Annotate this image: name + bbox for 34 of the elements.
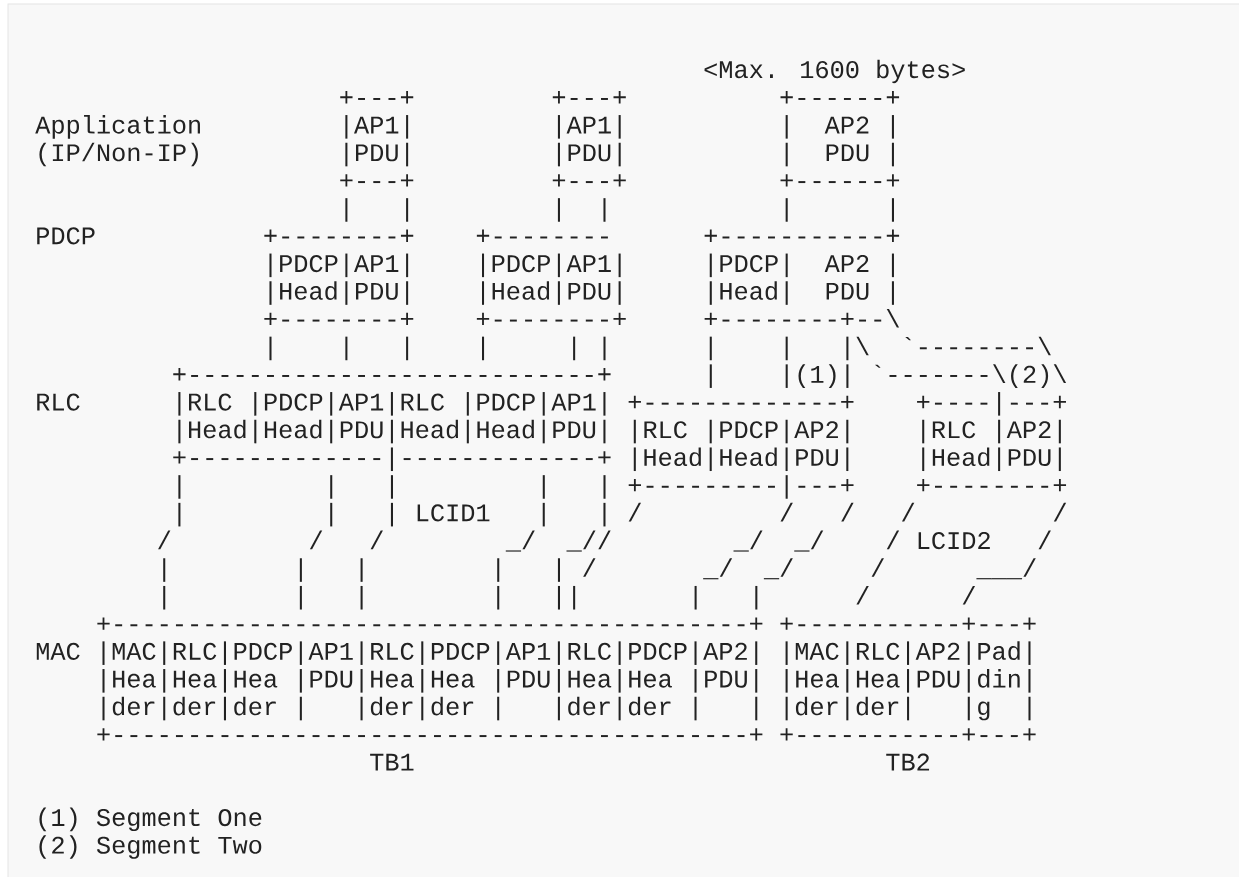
ascii-art-line: | | | LCID1 | | / / / / / <box>178 502 1067 527</box>
layer-label: Application <box>35 115 200 139</box>
ascii-art-line: |Hea|Hea|Hea |PDU|Hea|Hea |PDU|Hea|Hea |PDU| |Hea|Hea|PDU|din| <box>102 669 1031 693</box>
ascii-art-line: |PDCP|AP1| |PDCP|AP1| |PDCP| AP2 | <box>269 253 894 278</box>
size-note: <Max. 1600 bytes> <box>704 59 965 84</box>
ascii-art-line: +---+ +---+ +------+ <box>340 174 900 187</box>
ascii-art-line: +---+ +---+ +------+ <box>340 91 900 104</box>
ascii-art-line: |AP1| |AP1| | AP2 | <box>345 115 894 139</box>
ascii-art-line: |PDU| |PDU| | PDU | <box>345 142 894 167</box>
footnote: (1) Segment One <box>39 807 262 832</box>
layer-label: (IP/Non-IP) <box>39 142 198 167</box>
ascii-art-line: | | | | || | | / / <box>163 585 976 610</box>
ascii-art-line: | | | | | | <box>345 198 894 222</box>
layer-label: MAC <box>36 642 80 660</box>
ascii-art-line: |Head|PDU| |Head|PDU| |Head| PDU | <box>269 281 894 305</box>
ascii-art-line: +------------------------------------------+ +-----------+---+ <box>97 617 1036 630</box>
ascii-art-line: |MAC|RLC|PDCP|AP1|RLC|PDCP|AP1|RLC|PDCP|AP2| |MAC|RLC|AP2|Pad| <box>102 641 1031 665</box>
block-label: TB1 <box>370 753 414 771</box>
ascii-art-line: | | | | | | | | |\ `--------\ <box>269 336 1051 361</box>
ascii-art-line: +---------------------------+ | |(1)| `-------\(2)\ <box>173 364 1067 388</box>
layer-label: PDCP <box>37 227 95 245</box>
footnote: (2) Segment Two <box>39 835 262 859</box>
ascii-art-line: |der|der|der | |der|der | |der|der | | |der|der| |g | <box>102 696 1031 721</box>
ascii-art-line: |Head|Head|PDU|Head|Head|PDU| |RLC |PDCP|AP2| |RLC |AP2| <box>178 419 1061 444</box>
block-label: TB2 <box>886 753 930 771</box>
layer-label: RLC <box>37 393 80 411</box>
ascii-art-line: +--------+ +--------+ +--------+--\ <box>264 308 900 328</box>
ascii-art-line: +------------------------------------------+ +-----------+---+ <box>97 728 1036 741</box>
ascii-art-line: |RLC |PDCP|AP1|RLC |PDCP|AP1| +-------------+ +----|---+ <box>178 392 1066 416</box>
ascii-art-line: | | | | | / _/ _/ / ___/ <box>163 558 1036 582</box>
ascii-art-line: +-------------|-------------+ |Head|Head|PDU| |Head|PDU| <box>173 447 1061 472</box>
ascii-art-line: | | | | | +---------|---+ +--------+ <box>178 475 1067 499</box>
ascii-art-line: +--------+ +-------- +-----------+ <box>264 229 900 242</box>
ascii-art-line: / / / _/ _// _/ _/ / LCID2 / <box>158 530 1051 552</box>
